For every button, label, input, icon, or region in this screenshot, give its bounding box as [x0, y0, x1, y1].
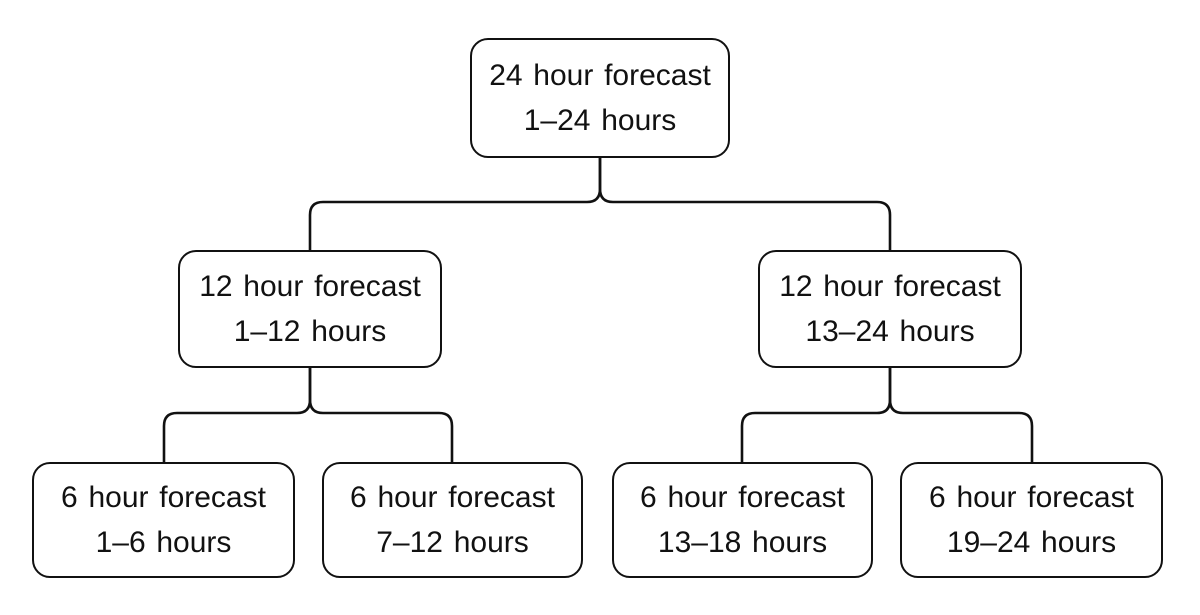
- connector-12h-a-to-6h-1: [162, 368, 312, 462]
- node-label-line1: 6 hour forecast: [350, 481, 555, 514]
- node-label-line1: 12 hour forecast: [199, 270, 421, 303]
- node-label-line2: 13–24 hours: [805, 315, 975, 348]
- node-6-hour-forecast-19-24: 6 hour forecast 19–24 hours: [900, 462, 1163, 578]
- connector-24h-to-12h-b: [598, 158, 892, 250]
- node-12-hour-forecast-first: 12 hour forecast 1–12 hours: [178, 250, 442, 368]
- node-label-line2: 7–12 hours: [376, 526, 529, 559]
- node-label-line2: 1–12 hours: [233, 315, 387, 348]
- node-label-line2: 13–18 hours: [657, 526, 828, 559]
- node-label-line1: 6 hour forecast: [640, 481, 845, 514]
- node-6-hour-forecast-1-6: 6 hour forecast 1–6 hours: [32, 462, 295, 578]
- node-label-line1: 6 hour forecast: [61, 481, 266, 514]
- connector-12h-a-to-6h-2: [308, 368, 454, 462]
- node-label-line2: 19–24 hours: [946, 526, 1117, 559]
- node-24-hour-forecast: 24 hour forecast 1–24 hours: [470, 38, 730, 158]
- node-12-hour-forecast-second: 12 hour forecast 13–24 hours: [758, 250, 1022, 368]
- connector-12h-b-to-6h-4: [888, 368, 1034, 462]
- node-label-line1: 24 hour forecast: [489, 59, 711, 92]
- connector-12h-b-to-6h-3: [740, 368, 892, 462]
- node-label-line1: 12 hour forecast: [779, 270, 1001, 303]
- connector-24h-to-12h-a: [308, 158, 602, 250]
- node-6-hour-forecast-7-12: 6 hour forecast 7–12 hours: [322, 462, 583, 578]
- node-6-hour-forecast-13-18: 6 hour forecast 13–18 hours: [612, 462, 873, 578]
- node-label-line2: 1–6 hours: [95, 526, 232, 559]
- node-label-line1: 6 hour forecast: [929, 481, 1134, 514]
- node-label-line2: 1–24 hours: [523, 104, 677, 137]
